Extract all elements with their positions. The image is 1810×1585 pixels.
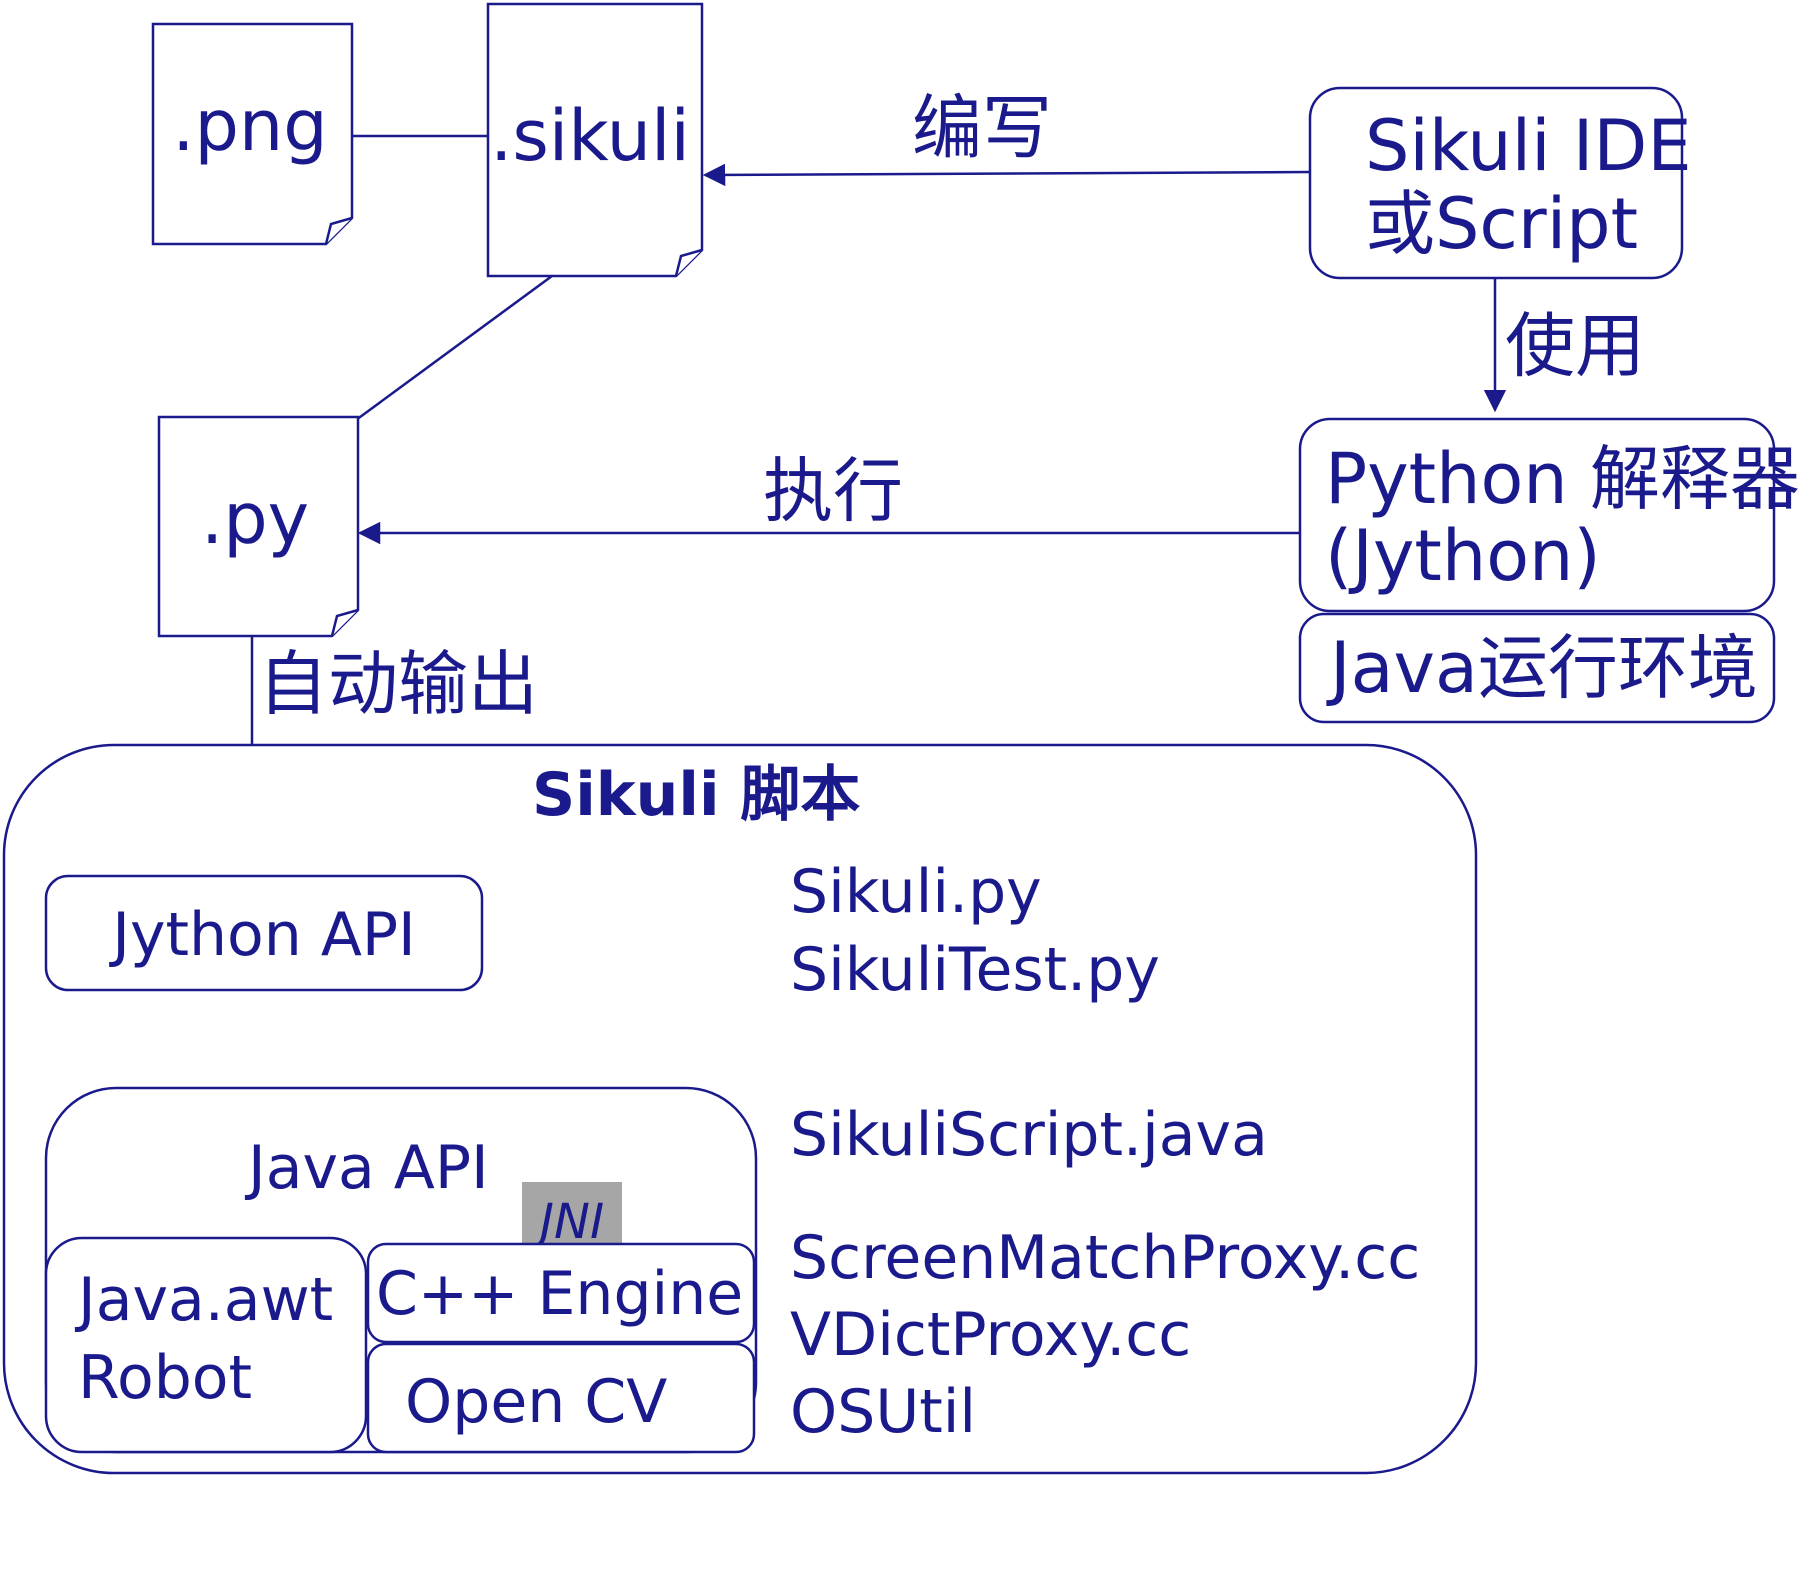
png-file-node: .png <box>151 22 354 246</box>
sikuli-file-node: .sikuli <box>486 2 704 278</box>
java-runtime-node: Java运行环境 <box>1298 612 1776 724</box>
java-api-label: Java API <box>244 1133 489 1203</box>
java-runtime-label: Java运行环境 <box>1326 627 1758 709</box>
awt-label-line1: Java.awt <box>74 1265 333 1335</box>
py-file-node: .py <box>157 415 360 638</box>
file-screenmatchproxy-cc: ScreenMatchProxy.cc <box>790 1223 1420 1293</box>
cpp-engine-node: C++ Engine <box>366 1242 756 1344</box>
file-vdictproxy-cc: VDictProxy.cc <box>790 1300 1191 1370</box>
auto-output-label: 自动输出 <box>258 643 538 725</box>
file-sikulitest-py: SikuliTest.py <box>790 935 1160 1005</box>
python-interpreter-node: Python 解释器 (Jython) <box>1298 417 1800 613</box>
sikuli-ide-node: Sikuli IDE 或Script <box>1308 86 1692 280</box>
cpp-engine-label: C++ Engine <box>376 1259 743 1329</box>
java-api-node: Java API JNI Java.awt Robot C++ Engine O… <box>44 1086 758 1454</box>
java-awt-robot-node: Java.awt Robot <box>44 1236 368 1454</box>
jni-label: JNI <box>532 1194 604 1250</box>
ide-label-line2: 或Script <box>1365 183 1638 265</box>
opencv-node: Open CV <box>366 1342 756 1454</box>
awt-label-line2: Robot <box>78 1343 252 1413</box>
execute-label: 执行 <box>763 450 903 532</box>
py-label: .py <box>201 478 309 560</box>
png-label: .png <box>172 85 327 167</box>
file-osutil: OSUtil <box>790 1377 976 1447</box>
sikuli-py-link <box>355 274 553 422</box>
write-arrow <box>702 163 1311 187</box>
sikuli-script-container: Sikuli 脚本 Jython API Java API JNI Java.a… <box>2 743 1478 1475</box>
file-sikuli-py: Sikuli.py <box>790 857 1042 927</box>
file-sikuliscript-java: SikuliScript.java <box>790 1100 1268 1170</box>
jni-highlight <box>522 1182 622 1244</box>
sikuli-label: .sikuli <box>490 95 690 177</box>
use-label: 使用 <box>1505 305 1645 387</box>
ide-label-line1: Sikuli IDE <box>1365 105 1692 187</box>
jython-api-node: Jython API <box>44 874 484 992</box>
interpreter-label-line1: Python 解释器 <box>1325 438 1800 520</box>
sikuli-script-title: Sikuli 脚本 <box>532 760 860 830</box>
jython-api-label: Jython API <box>108 900 416 970</box>
write-label: 编写 <box>912 87 1052 169</box>
interpreter-label-line2: (Jython) <box>1325 515 1601 597</box>
opencv-label: Open CV <box>405 1367 667 1437</box>
